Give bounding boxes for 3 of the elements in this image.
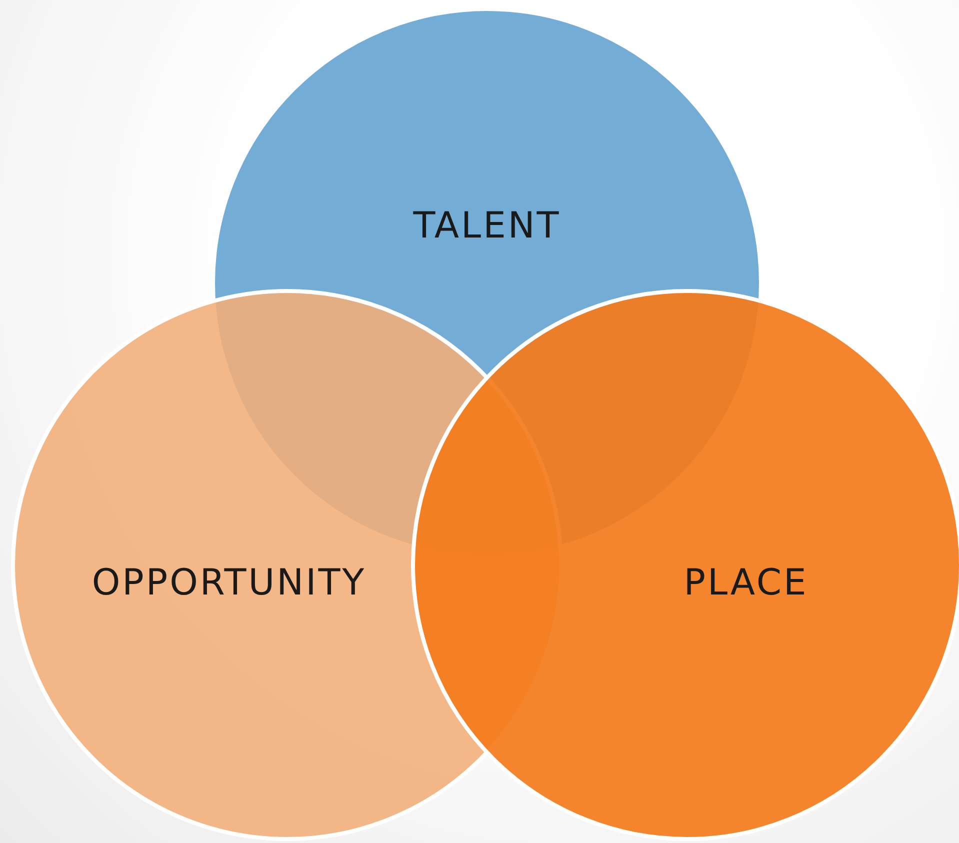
circle-label: OPPORTUNITY bbox=[92, 562, 366, 604]
circle-label: TALENT bbox=[413, 206, 561, 246]
circle-label: PLACE bbox=[684, 562, 808, 604]
